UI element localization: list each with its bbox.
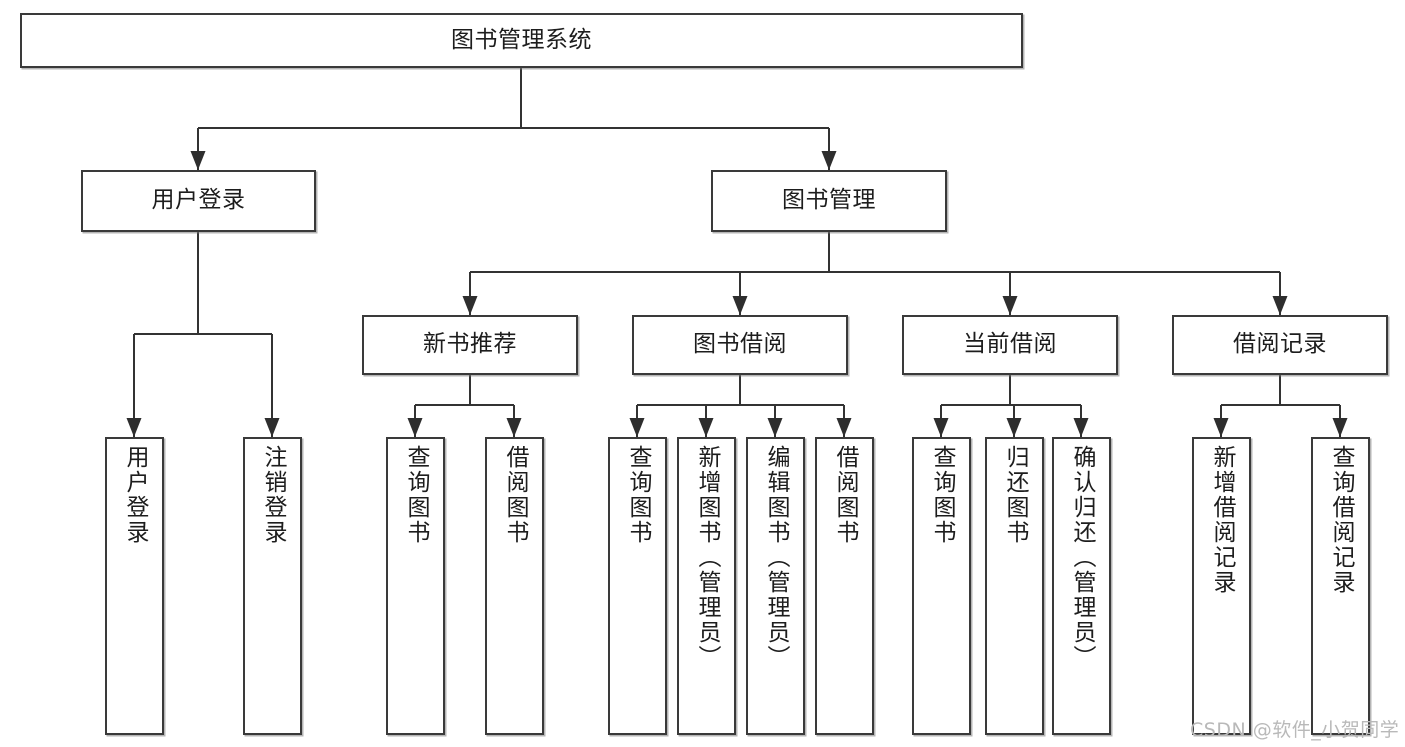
node-leaf-confirm-return[interactable]: 确认归还（管理员） [1052, 437, 1111, 735]
node-label: 当前借阅 [963, 331, 1057, 358]
node-label: 归还图书 [1002, 445, 1028, 545]
node-label: 编辑图书（管理员） [763, 445, 789, 670]
node-label: 用户登录 [122, 445, 148, 545]
node-label: 借阅图书 [832, 445, 858, 545]
node-user-login[interactable]: 用户登录 [81, 170, 316, 232]
node-leaf-query-book-3[interactable]: 查询图书 [912, 437, 971, 735]
node-leaf-add-record[interactable]: 新增借阅记录 [1192, 437, 1251, 735]
node-label: 确认归还（管理员） [1069, 445, 1095, 670]
node-label: 查询图书 [403, 445, 429, 545]
node-leaf-add-book[interactable]: 新增图书（管理员） [677, 437, 736, 735]
node-leaf-edit-book[interactable]: 编辑图书（管理员） [746, 437, 805, 735]
node-label: 借阅图书 [502, 445, 528, 545]
node-leaf-return-book[interactable]: 归还图书 [985, 437, 1044, 735]
node-leaf-query-book-1[interactable]: 查询图书 [386, 437, 445, 735]
node-book-management[interactable]: 图书管理 [711, 170, 947, 232]
node-label: 图书管理系统 [451, 26, 592, 53]
node-label: 查询图书 [625, 445, 651, 545]
node-label: 新增图书（管理员） [694, 445, 720, 670]
node-label: 新增借阅记录 [1209, 445, 1235, 595]
node-label: 图书管理 [782, 187, 876, 214]
node-leaf-user-login[interactable]: 用户登录 [105, 437, 164, 735]
node-current-borrowing[interactable]: 当前借阅 [902, 315, 1118, 375]
node-borrowing-record[interactable]: 借阅记录 [1172, 315, 1388, 375]
node-label: 图书借阅 [693, 331, 787, 358]
node-label: 查询图书 [929, 445, 955, 545]
node-label: 用户登录 [151, 187, 246, 214]
node-label: 借阅记录 [1233, 331, 1327, 358]
node-leaf-borrow-book-2[interactable]: 借阅图书 [815, 437, 874, 735]
node-leaf-borrow-book-1[interactable]: 借阅图书 [485, 437, 544, 735]
node-new-book-recommendation[interactable]: 新书推荐 [362, 315, 578, 375]
node-leaf-logout[interactable]: 注销登录 [243, 437, 302, 735]
node-book-borrowing[interactable]: 图书借阅 [632, 315, 848, 375]
node-label: 查询借阅记录 [1328, 445, 1354, 595]
node-book-management-system[interactable]: 图书管理系统 [20, 13, 1023, 68]
node-label: 新书推荐 [423, 331, 517, 358]
node-leaf-query-book-2[interactable]: 查询图书 [608, 437, 667, 735]
node-leaf-query-record[interactable]: 查询借阅记录 [1311, 437, 1370, 735]
node-label: 注销登录 [260, 445, 286, 545]
csdn-watermark: CSDN @软件_小贺同学 [1190, 719, 1400, 741]
